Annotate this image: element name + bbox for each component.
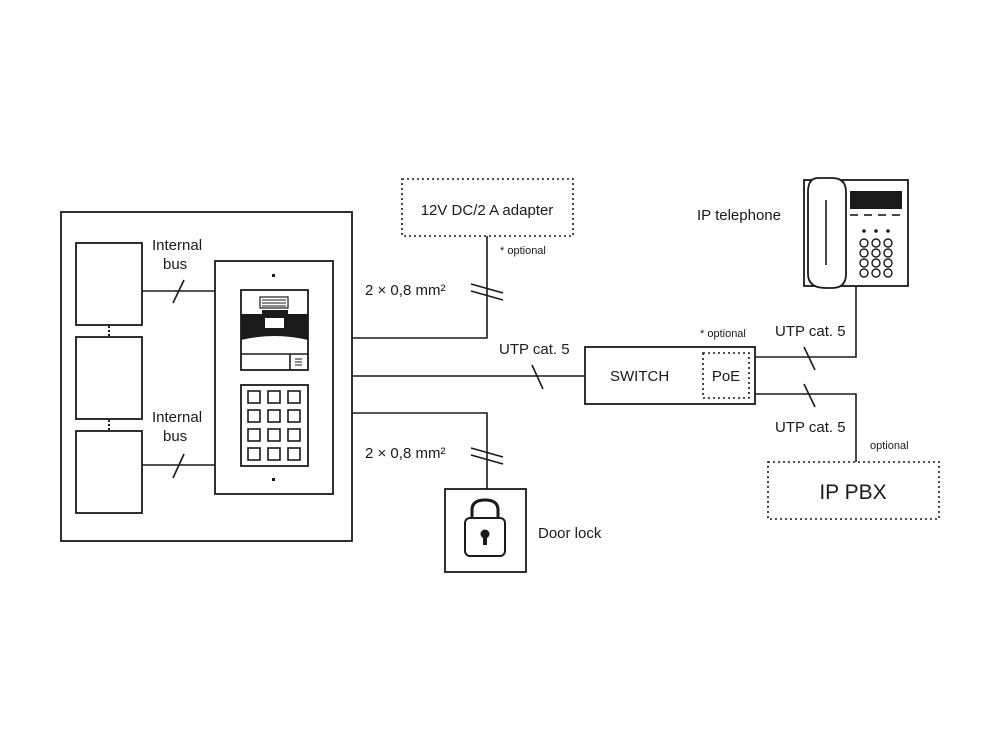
phone-key	[883, 238, 893, 248]
ip-pbx: IP PBX optional	[767, 440, 940, 520]
phone-key	[871, 268, 881, 278]
adapter-label: 12V DC/2 A adapter	[421, 202, 554, 219]
phone-indicator-dot	[874, 229, 878, 233]
poe-label: PoE	[712, 368, 740, 385]
keypad-key	[287, 428, 301, 442]
power-adapter: 12V DC/2 A adapter * optional	[401, 178, 574, 257]
power-cable-label: 2 × 0,8 mm²	[365, 282, 445, 299]
keypad-key	[267, 390, 281, 404]
keypad-module	[240, 384, 309, 467]
phone-indicator-dot	[862, 229, 866, 233]
door-lock-label: Door lock	[538, 525, 602, 542]
keypad-key	[247, 390, 261, 404]
phone-key	[883, 258, 893, 268]
door-station-panel	[214, 260, 334, 495]
phone-key	[859, 268, 869, 278]
phone-display	[850, 191, 902, 209]
module-continuation-dots	[108, 326, 110, 430]
adapter-optional-note: * optional	[500, 245, 546, 257]
keypad-key	[287, 447, 301, 461]
phone-key	[883, 248, 893, 258]
phone-key	[871, 248, 881, 258]
keypad-key	[247, 409, 261, 423]
keypad-key	[247, 428, 261, 442]
poe-optional-note: * optional	[700, 328, 746, 340]
keypad-key	[267, 447, 281, 461]
module-middle	[75, 336, 143, 420]
phone-key	[859, 238, 869, 248]
network-switch: SWITCH PoE * optional	[584, 328, 756, 405]
keypad-key	[287, 390, 301, 404]
switch-cable-label: UTP cat. 5	[499, 341, 570, 358]
phone-key	[859, 248, 869, 258]
keypad-key	[287, 409, 301, 423]
phone-key	[859, 258, 869, 268]
keypad-key	[267, 409, 281, 423]
door-lock: Door lock	[444, 488, 602, 573]
phone-cable-label: UTP cat. 5	[775, 323, 846, 340]
ip-telephone: IP telephone	[697, 177, 909, 289]
ip-pbx-label: IP PBX	[819, 481, 886, 504]
module-top	[75, 242, 143, 326]
phone-indicator-dot	[886, 229, 890, 233]
ip-telephone-label: IP telephone	[697, 207, 781, 224]
phone-key	[883, 268, 893, 278]
phone-key	[871, 238, 881, 248]
padlock-icon	[464, 498, 506, 557]
keypad-key	[267, 428, 281, 442]
keypad-key	[247, 447, 261, 461]
camera-module	[240, 289, 309, 371]
phone-key	[871, 258, 881, 268]
module-bottom	[75, 430, 143, 514]
pbx-optional-note: optional	[870, 440, 909, 452]
switch-label: SWITCH	[610, 368, 669, 385]
pbx-cable-label: UTP cat. 5	[775, 419, 846, 436]
lock-cable-label: 2 × 0,8 mm²	[365, 445, 445, 462]
